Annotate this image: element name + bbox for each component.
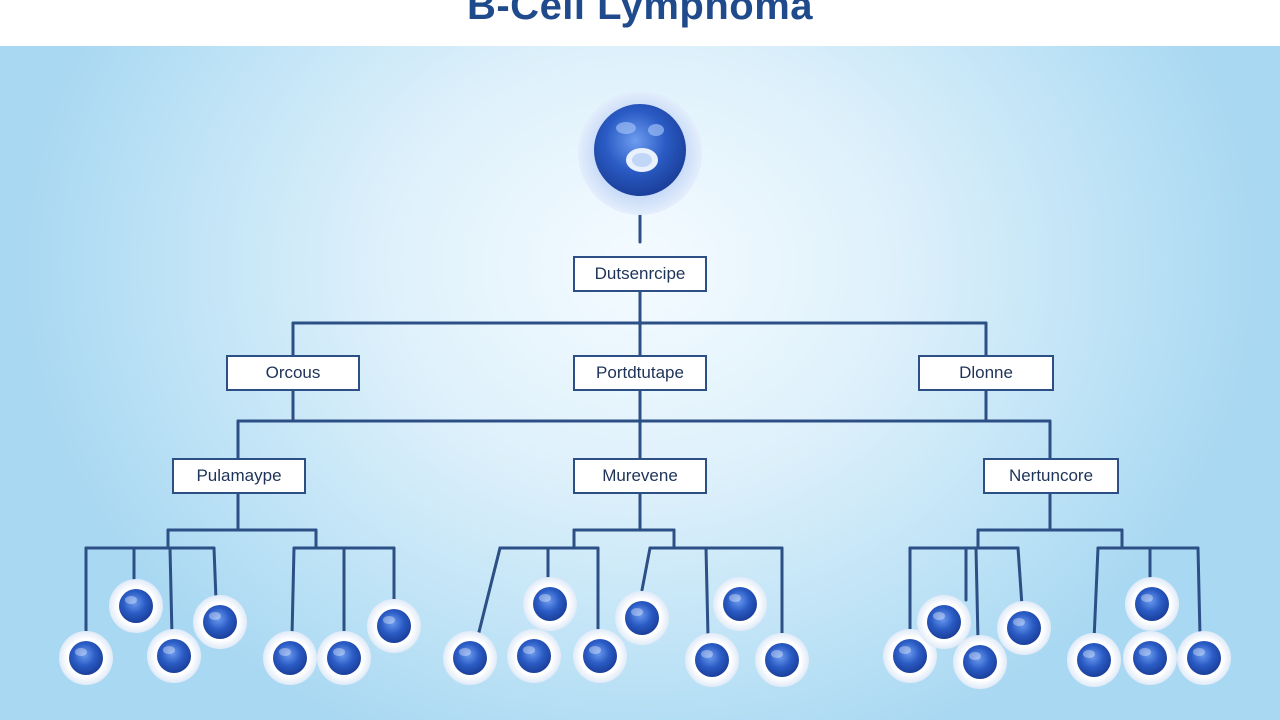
cell-icon xyxy=(193,595,247,649)
node-level1-left: Orcous xyxy=(226,355,360,391)
diagram-title: B-Cell Lymphoma xyxy=(466,0,814,28)
node-level2-left: Pulamaype xyxy=(172,458,306,494)
cell-icon xyxy=(713,577,767,631)
cell-icon xyxy=(523,577,577,631)
cell-icon xyxy=(367,599,421,653)
cell-icon xyxy=(317,631,371,685)
cell-icon xyxy=(755,633,809,687)
cell-icon xyxy=(443,631,497,685)
cell-icon xyxy=(1177,631,1231,685)
cell-icon xyxy=(1123,631,1177,685)
connector-lines xyxy=(84,210,1202,642)
cell-icon xyxy=(615,591,669,645)
cell-icon xyxy=(59,631,113,685)
title-bar: B-Cell Lymphoma xyxy=(0,0,1280,46)
cell-icon xyxy=(883,629,937,683)
cell-icon xyxy=(953,635,1007,689)
cell-icon xyxy=(147,629,201,683)
node-level2-center: Murevene xyxy=(573,458,707,494)
large-b-cell-icon xyxy=(578,91,702,215)
cell-icon xyxy=(573,629,627,683)
node-level1-right: Dlonne xyxy=(918,355,1054,391)
cell-icon xyxy=(1125,577,1179,631)
cell-icon xyxy=(109,579,163,633)
cell-icon xyxy=(917,595,971,649)
node-root: Dutsenrcipe xyxy=(573,256,707,292)
cell-icon xyxy=(263,631,317,685)
node-level1-center: Portdtutape xyxy=(573,355,707,391)
cell-icon xyxy=(997,601,1051,655)
node-level2-right: Nertuncore xyxy=(983,458,1119,494)
small-b-cells xyxy=(59,577,1231,689)
cell-icon xyxy=(1067,633,1121,687)
cell-icon xyxy=(507,629,561,683)
cell-icon xyxy=(685,633,739,687)
